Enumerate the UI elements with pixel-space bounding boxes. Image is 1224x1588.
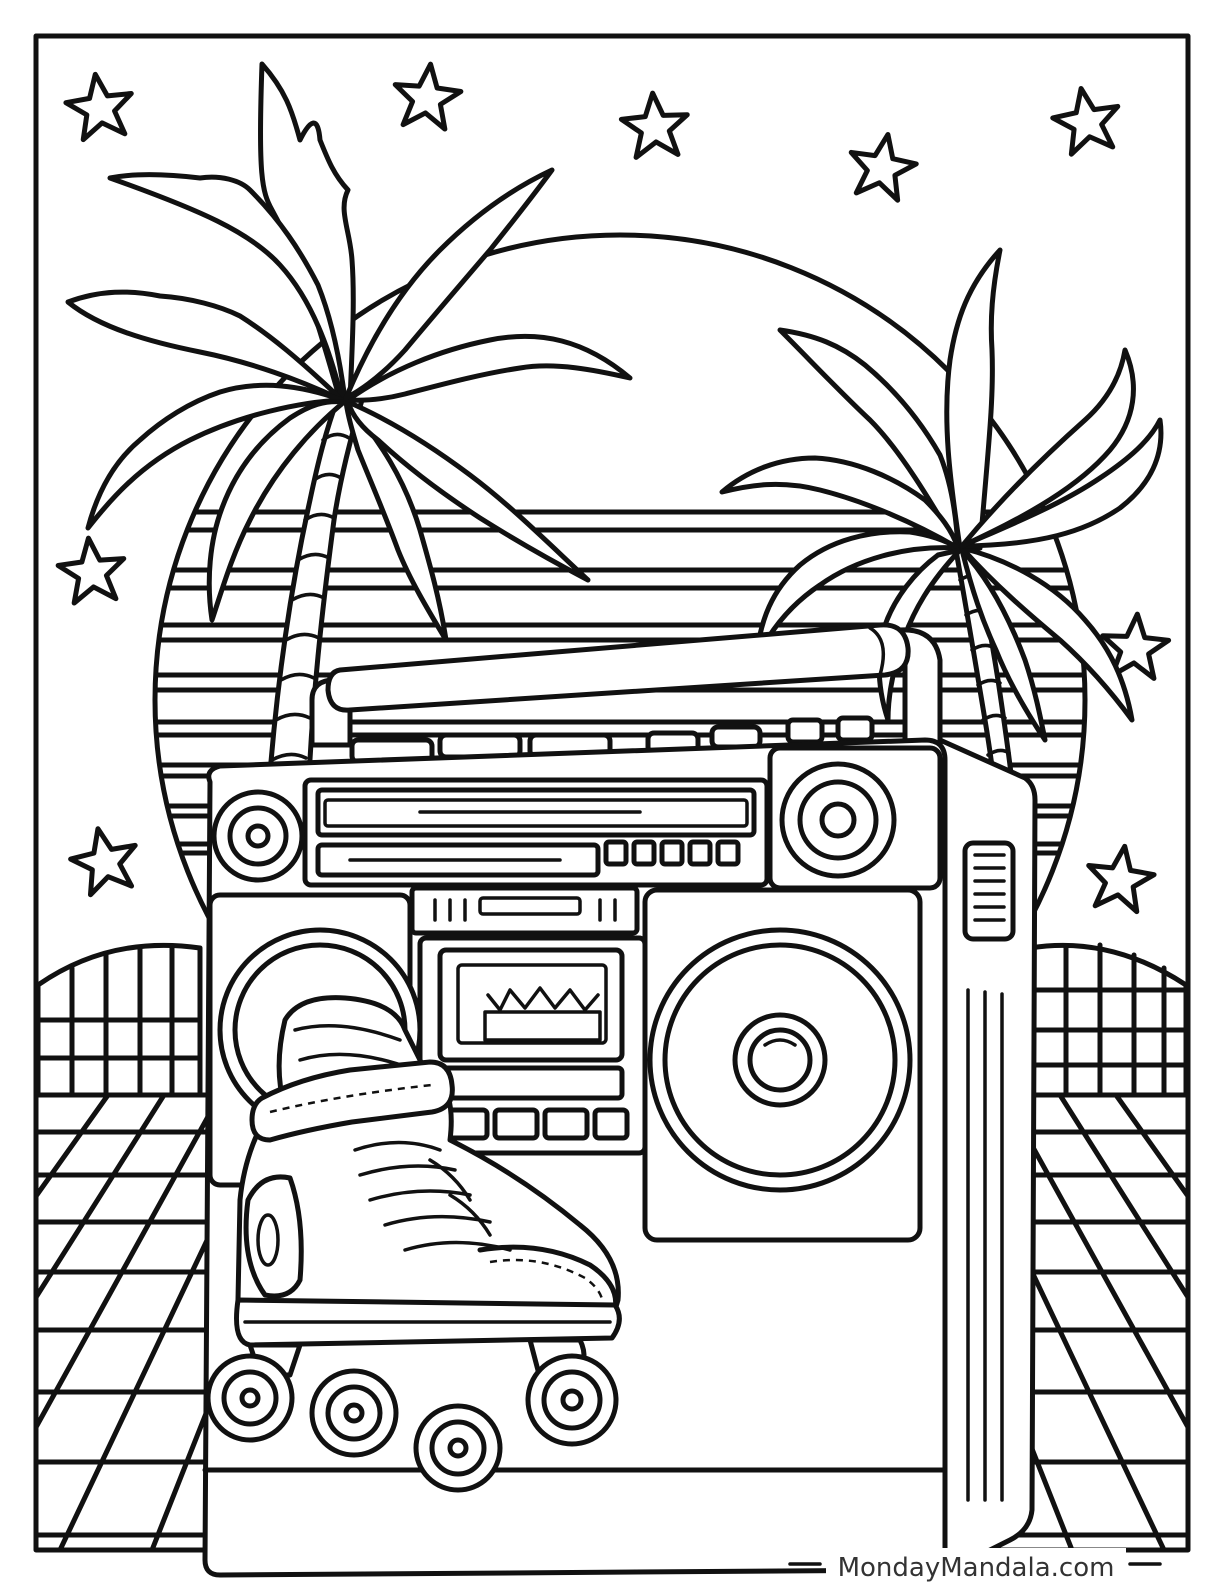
roller-skate-icon (208, 998, 619, 1490)
palm-tree-icon (68, 64, 630, 800)
boombox-icon (205, 625, 1035, 1575)
site-credit: MondayMandala.com (826, 1548, 1126, 1588)
palm-tree-icon (722, 250, 1161, 800)
